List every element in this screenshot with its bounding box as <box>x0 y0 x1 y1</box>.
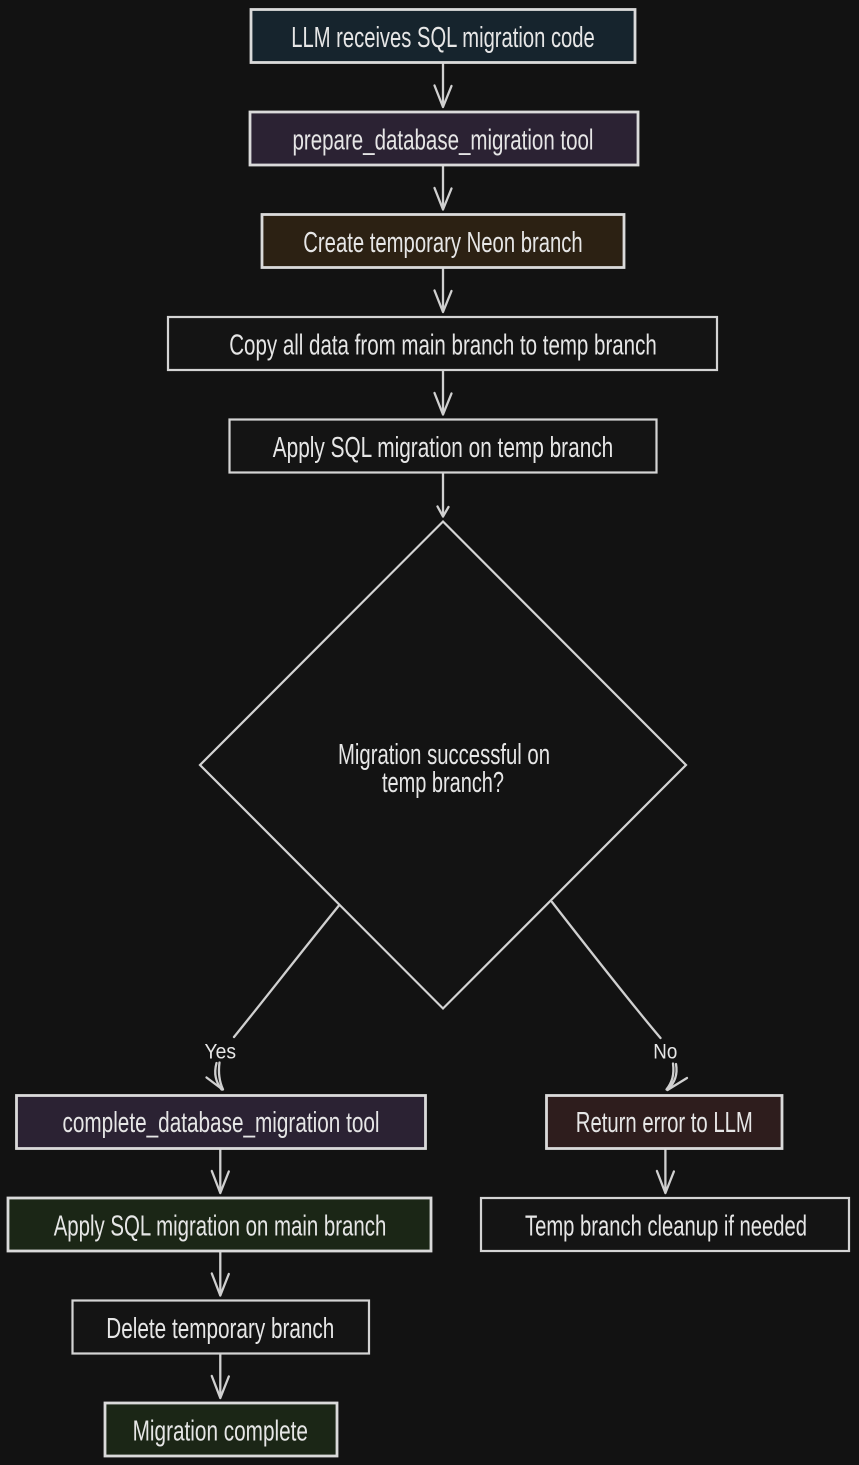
svg-text:Yes: Yes <box>205 1041 237 1064</box>
svg-text:Return error to LLM: Return error to LLM <box>576 1107 753 1139</box>
svg-text:Copy all data from main branch: Copy all data from main branch to temp b… <box>229 330 657 362</box>
svg-text:Delete temporary branch: Delete temporary branch <box>106 1313 334 1345</box>
svg-text:LLM receives SQL migration cod: LLM receives SQL migration code <box>291 22 595 54</box>
svg-text:Apply SQL migration on temp br: Apply SQL migration on temp branch <box>273 432 614 464</box>
svg-text:Create temporary Neon branch: Create temporary Neon branch <box>303 227 582 259</box>
svg-text:Migration complete: Migration complete <box>133 1416 308 1448</box>
svg-text:temp branch?: temp branch? <box>382 767 504 799</box>
svg-text:complete_database_migration to: complete_database_migration tool <box>63 1107 380 1139</box>
svg-text:Apply SQL migration on main br: Apply SQL migration on main branch <box>54 1211 387 1243</box>
svg-text:Migration successful on: Migration successful on <box>338 739 550 771</box>
svg-text:No: No <box>653 1041 677 1064</box>
svg-text:prepare_database_migration too: prepare_database_migration tool <box>293 125 594 157</box>
svg-text:Temp branch cleanup if needed: Temp branch cleanup if needed <box>525 1211 807 1243</box>
